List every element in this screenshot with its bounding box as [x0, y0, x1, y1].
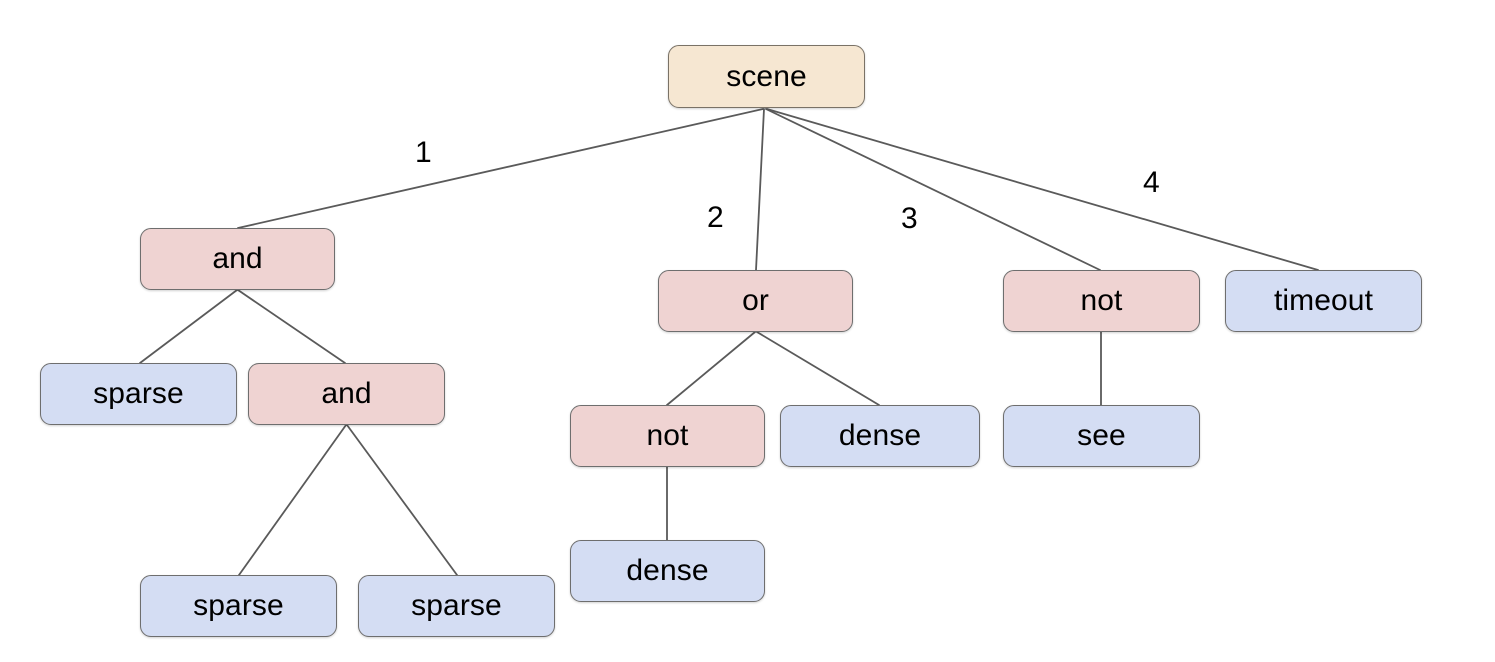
edge-label-4: 4 [1143, 166, 1160, 199]
edge-or1-to-dense1 [756, 331, 880, 406]
tree-node-label: not [1080, 284, 1123, 317]
edge-or1-to-not2 [666, 331, 756, 406]
tree-node-label: sparse [93, 377, 184, 410]
tree-node-and1[interactable]: and [140, 228, 335, 290]
edge-and1-to-sparse1 [139, 289, 238, 364]
tree-node-label: not [646, 419, 689, 452]
tree-node-or1[interactable]: or [658, 270, 853, 332]
tree-node-label: or [742, 284, 769, 317]
tree-node-label: and [212, 242, 263, 275]
tree-node-scene[interactable]: scene [668, 45, 865, 108]
tree-node-sparse3[interactable]: sparse [358, 575, 555, 637]
tree-node-timeout1[interactable]: timeout [1225, 270, 1422, 332]
tree-node-not1[interactable]: not [1003, 270, 1200, 332]
tree-node-label: dense [626, 554, 709, 587]
tree-node-label: and [321, 377, 372, 410]
edge-scene-to-and1 [237, 108, 764, 229]
tree-node-see1[interactable]: see [1003, 405, 1200, 467]
tree-node-and2[interactable]: and [248, 363, 445, 425]
edge-scene-to-timeout1 [766, 108, 1319, 271]
edge-label-3: 3 [901, 202, 918, 235]
edge-and2-to-sparse2 [238, 424, 347, 576]
tree-node-label: scene [726, 59, 807, 93]
edge-scene-to-or1 [755, 108, 765, 271]
edge-scene-to-not1 [765, 108, 1101, 271]
edge-and1-to-and2 [237, 289, 346, 364]
tree-node-sparse1[interactable]: sparse [40, 363, 237, 425]
tree-node-dense2[interactable]: dense [570, 540, 765, 602]
edge-label-1: 1 [415, 136, 432, 169]
edge-label-2: 2 [707, 201, 724, 234]
tree-node-label: sparse [193, 589, 284, 622]
tree-node-label: timeout [1273, 284, 1374, 317]
tree-node-label: sparse [411, 589, 502, 622]
tree-node-sparse2[interactable]: sparse [140, 575, 337, 637]
tree-node-label: see [1077, 419, 1126, 452]
edge-and2-to-sparse3 [346, 424, 458, 576]
tree-node-not2[interactable]: not [570, 405, 765, 467]
tree-node-label: dense [838, 419, 922, 452]
tree-node-dense1[interactable]: dense [780, 405, 980, 467]
